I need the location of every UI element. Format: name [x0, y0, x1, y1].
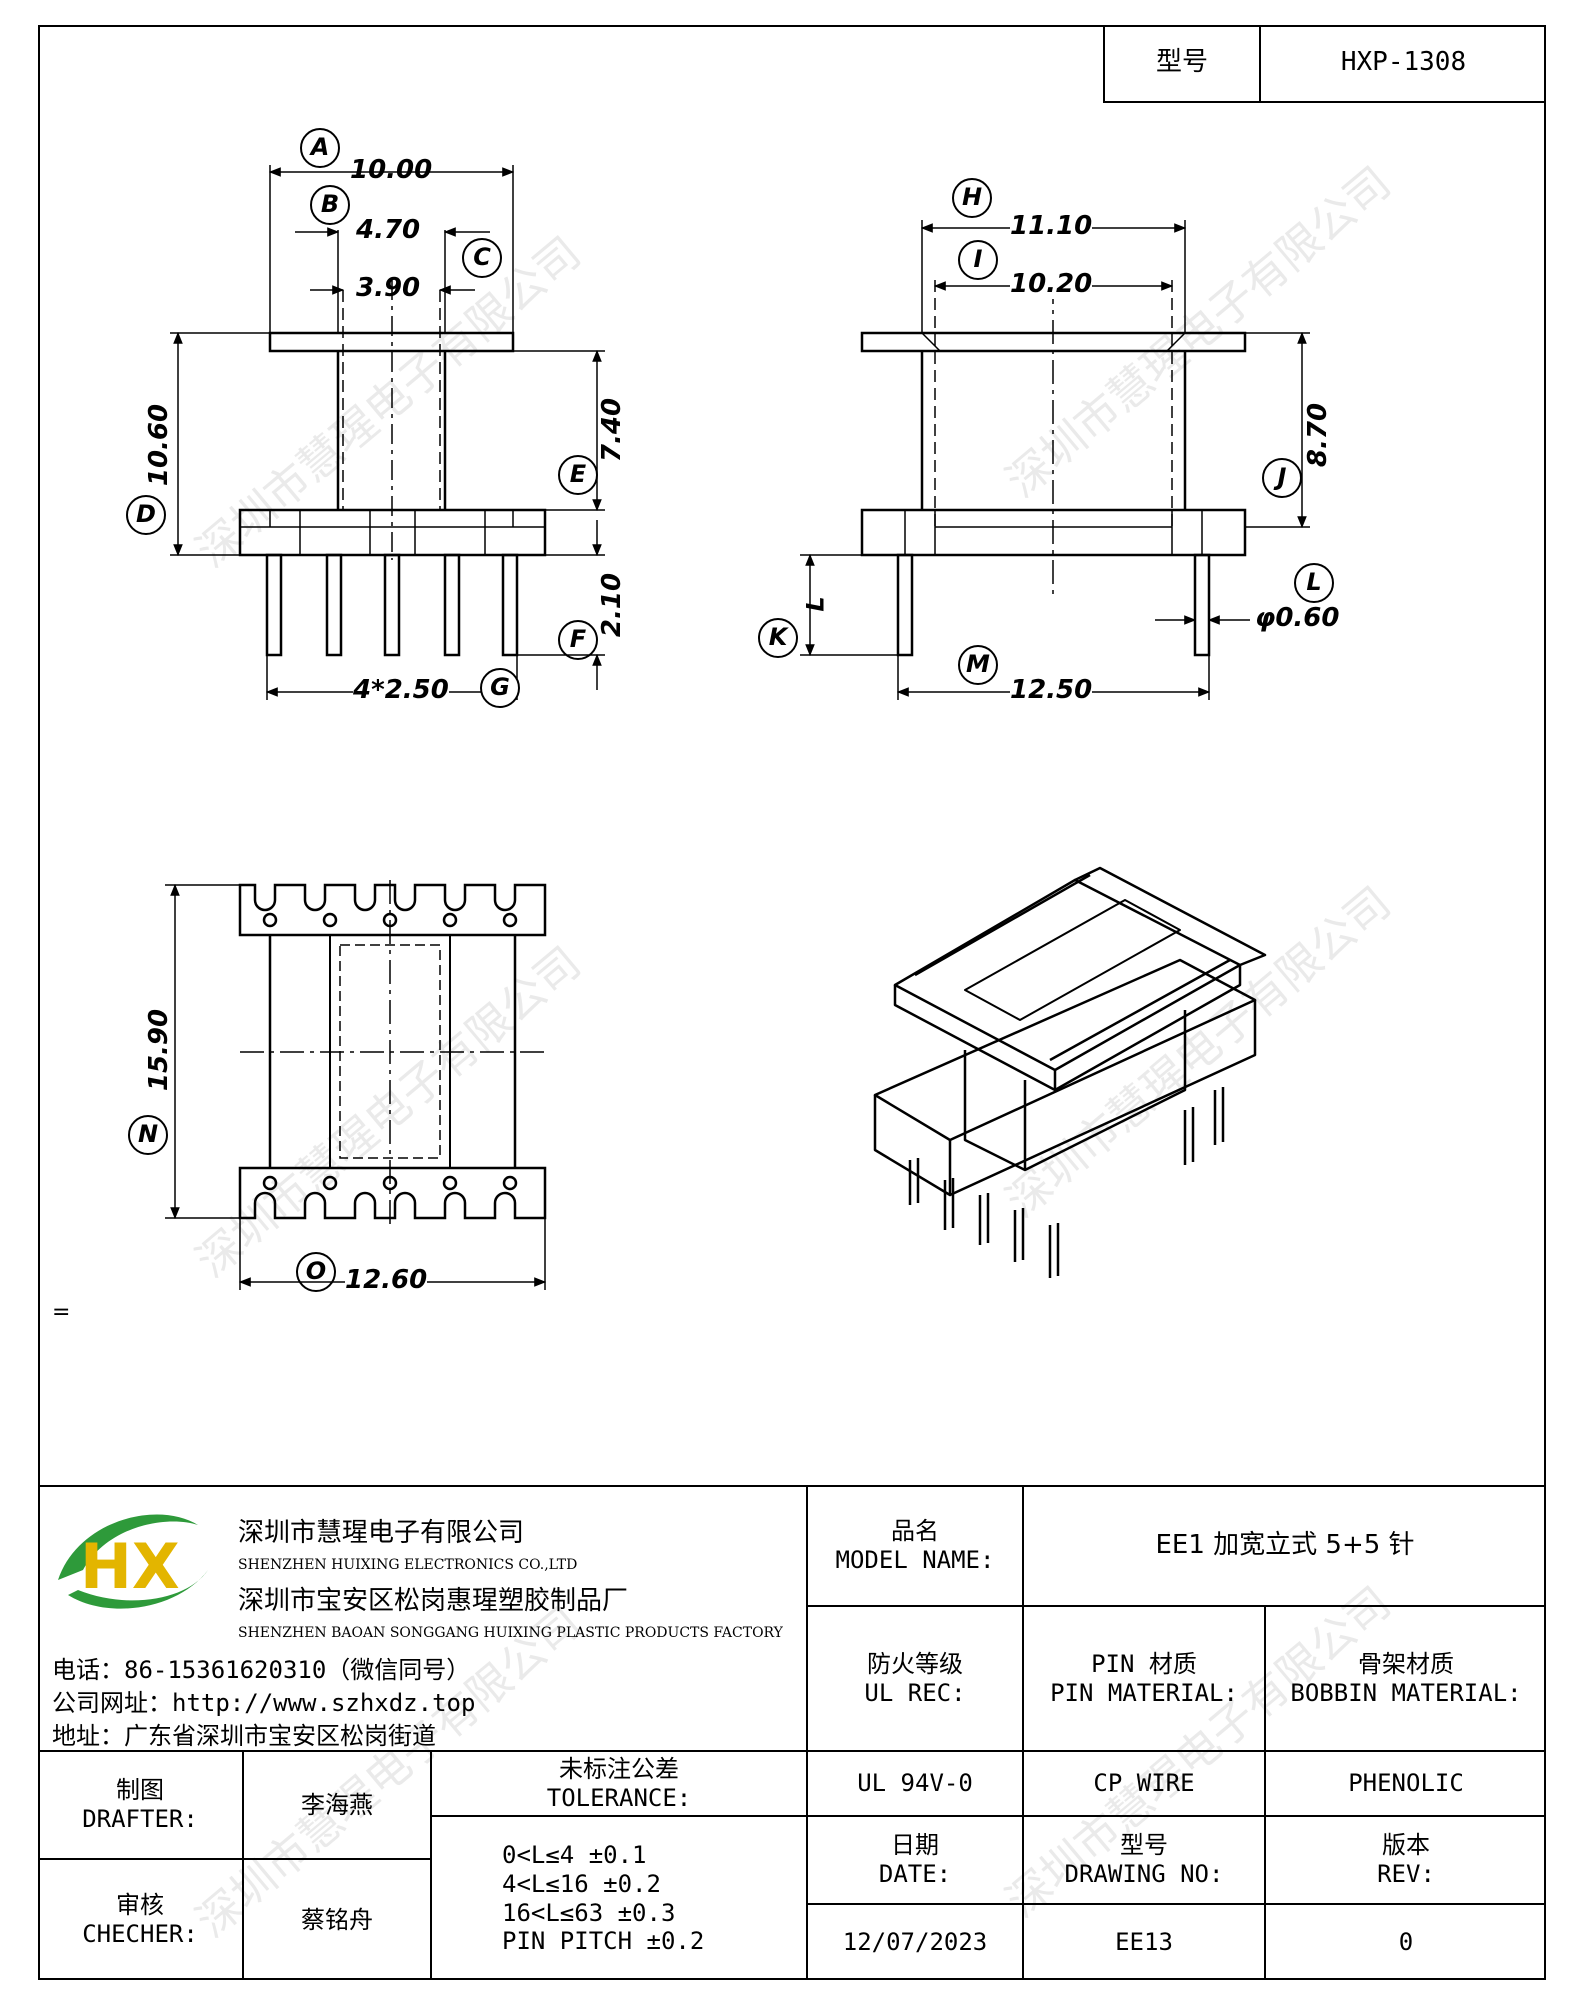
dim-d-value: 10.60	[144, 403, 175, 487]
company-address: 地址：广东省深圳市宝安区松岗街道	[52, 1722, 436, 1750]
company-phone: 电话：86-15361620310（微信同号）	[52, 1656, 471, 1684]
dim-o-label: O	[296, 1252, 336, 1292]
front-view	[170, 165, 605, 700]
dim-d-label: D	[126, 495, 166, 535]
dim-h-value: 11.10	[1010, 211, 1093, 241]
drafter-value: 李海燕	[242, 1750, 432, 1860]
factory-name-en: SHENZHEN BAOAN SONGGANG HUIXING PLASTIC …	[238, 1625, 783, 1641]
stray-mark: =	[52, 1300, 71, 1325]
technical-drawing	[165, 165, 1310, 1290]
ul-value: UL 94V-0	[806, 1750, 1024, 1817]
tolerance-line: 4<L≤16 ±0.2	[502, 1869, 661, 1898]
dim-g-label: G	[480, 668, 520, 708]
company-website: 公司网址：http://www.szhxdz.top	[52, 1689, 476, 1717]
header-model-value: HXP-1308	[1259, 25, 1546, 103]
dim-b-label: B	[310, 185, 350, 225]
header-model-label: 型号	[1103, 25, 1261, 103]
dim-k-value: L	[801, 596, 830, 612]
svg-text:HX: HX	[80, 1530, 180, 1603]
dim-l-label: L	[1294, 563, 1334, 603]
isometric-view	[873, 866, 1267, 1278]
dim-h-label: H	[952, 178, 992, 218]
dim-a-label: A	[300, 128, 340, 168]
dim-b-value: 4.70	[356, 215, 421, 245]
model-name-value: EE1 加宽立式 5+5 针	[1022, 1485, 1546, 1607]
dim-n-label: N	[128, 1115, 168, 1155]
checker-value: 蔡铭舟	[242, 1858, 432, 1980]
drawing-frame	[38, 25, 1546, 1980]
dim-n-value: 15.90	[144, 1008, 175, 1092]
dim-k-label: K	[758, 618, 798, 658]
dim-m-label: M	[958, 645, 998, 685]
dim-l-value: φ0.60	[1255, 603, 1340, 633]
dim-i-value: 10.20	[1010, 269, 1093, 299]
tolerance-table: 0<L≤4 ±0.1 4<L≤16 ±0.2 16<L≤63 ±0.3 PIN …	[430, 1815, 808, 1980]
tolerance-line: 0<L≤4 ±0.1	[502, 1840, 647, 1869]
company-name-cn: 深圳市慧瑆电子有限公司	[238, 1518, 525, 1548]
dim-i-label: I	[958, 240, 998, 280]
company-logo: HX	[58, 1514, 208, 1609]
dim-g-value: 4*2.50	[353, 675, 449, 705]
tolerance-line: 16<L≤63 ±0.3	[502, 1898, 676, 1927]
tolerance-line: PIN PITCH ±0.2	[502, 1927, 705, 1956]
bobbin-material-value: PHENOLIC	[1264, 1750, 1546, 1817]
dim-c-label: C	[462, 238, 502, 278]
bottom-view	[165, 880, 547, 1290]
dim-f-label: F	[558, 620, 598, 660]
dim-j-value: 8.70	[1303, 402, 1334, 468]
dim-e-value: 7.40	[597, 397, 628, 463]
dim-e-label: E	[558, 455, 598, 495]
dim-a-value: 10.00	[350, 155, 433, 185]
dim-c-value: 3.90	[356, 273, 421, 303]
rev-value: 0	[1264, 1903, 1546, 1980]
company-name-en: SHENZHEN HUIXING ELECTRONICS CO.,LTD	[238, 1557, 578, 1573]
drawing-no-value: EE13	[1022, 1903, 1266, 1980]
date-value: 12/07/2023	[806, 1903, 1024, 1980]
dim-f-value: 2.10	[597, 572, 628, 638]
dim-m-value: 12.50	[1010, 675, 1093, 705]
dim-j-label: J	[1262, 458, 1302, 498]
dim-o-value: 12.60	[345, 1265, 428, 1295]
pin-material-value: CP WIRE	[1022, 1750, 1266, 1817]
factory-name-cn: 深圳市宝安区松岗惠瑆塑胶制品厂	[238, 1586, 629, 1616]
